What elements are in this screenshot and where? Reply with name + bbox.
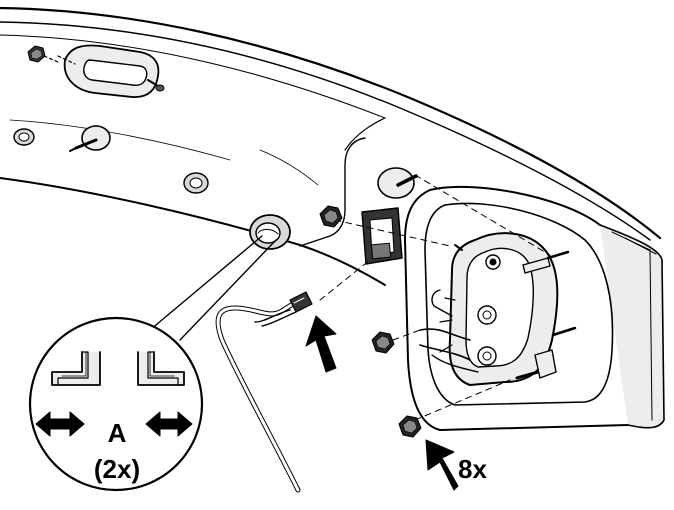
grommet-hole (249, 214, 291, 250)
detail-leader-lines (149, 235, 277, 341)
bolt-stud-center (377, 167, 418, 199)
handle-nut-left (27, 45, 76, 65)
detail-circle (28, 316, 204, 492)
nut-lower (398, 415, 422, 438)
handle-bolt-right (147, 79, 165, 92)
alignment-lines (319, 174, 551, 421)
nut-middle (371, 331, 395, 354)
cable-plug (215, 291, 313, 493)
nut-count-label: 8x (458, 454, 487, 484)
wiring-harness (419, 328, 479, 373)
panel-holes (13, 128, 209, 194)
detail-arrow-right-icon (145, 411, 193, 437)
housing-studs (454, 244, 577, 380)
detail-count-label: (2x) (94, 454, 140, 484)
bolt-stud-left (69, 125, 111, 152)
connector-socket (361, 207, 403, 265)
detail-letter-label: A (108, 418, 127, 448)
handle-recess (63, 44, 160, 98)
detail-arrow-left-icon (35, 411, 85, 437)
nut-upper (319, 205, 343, 228)
nut-arrow-icon (425, 439, 459, 491)
connector-arrow-icon (305, 315, 337, 373)
